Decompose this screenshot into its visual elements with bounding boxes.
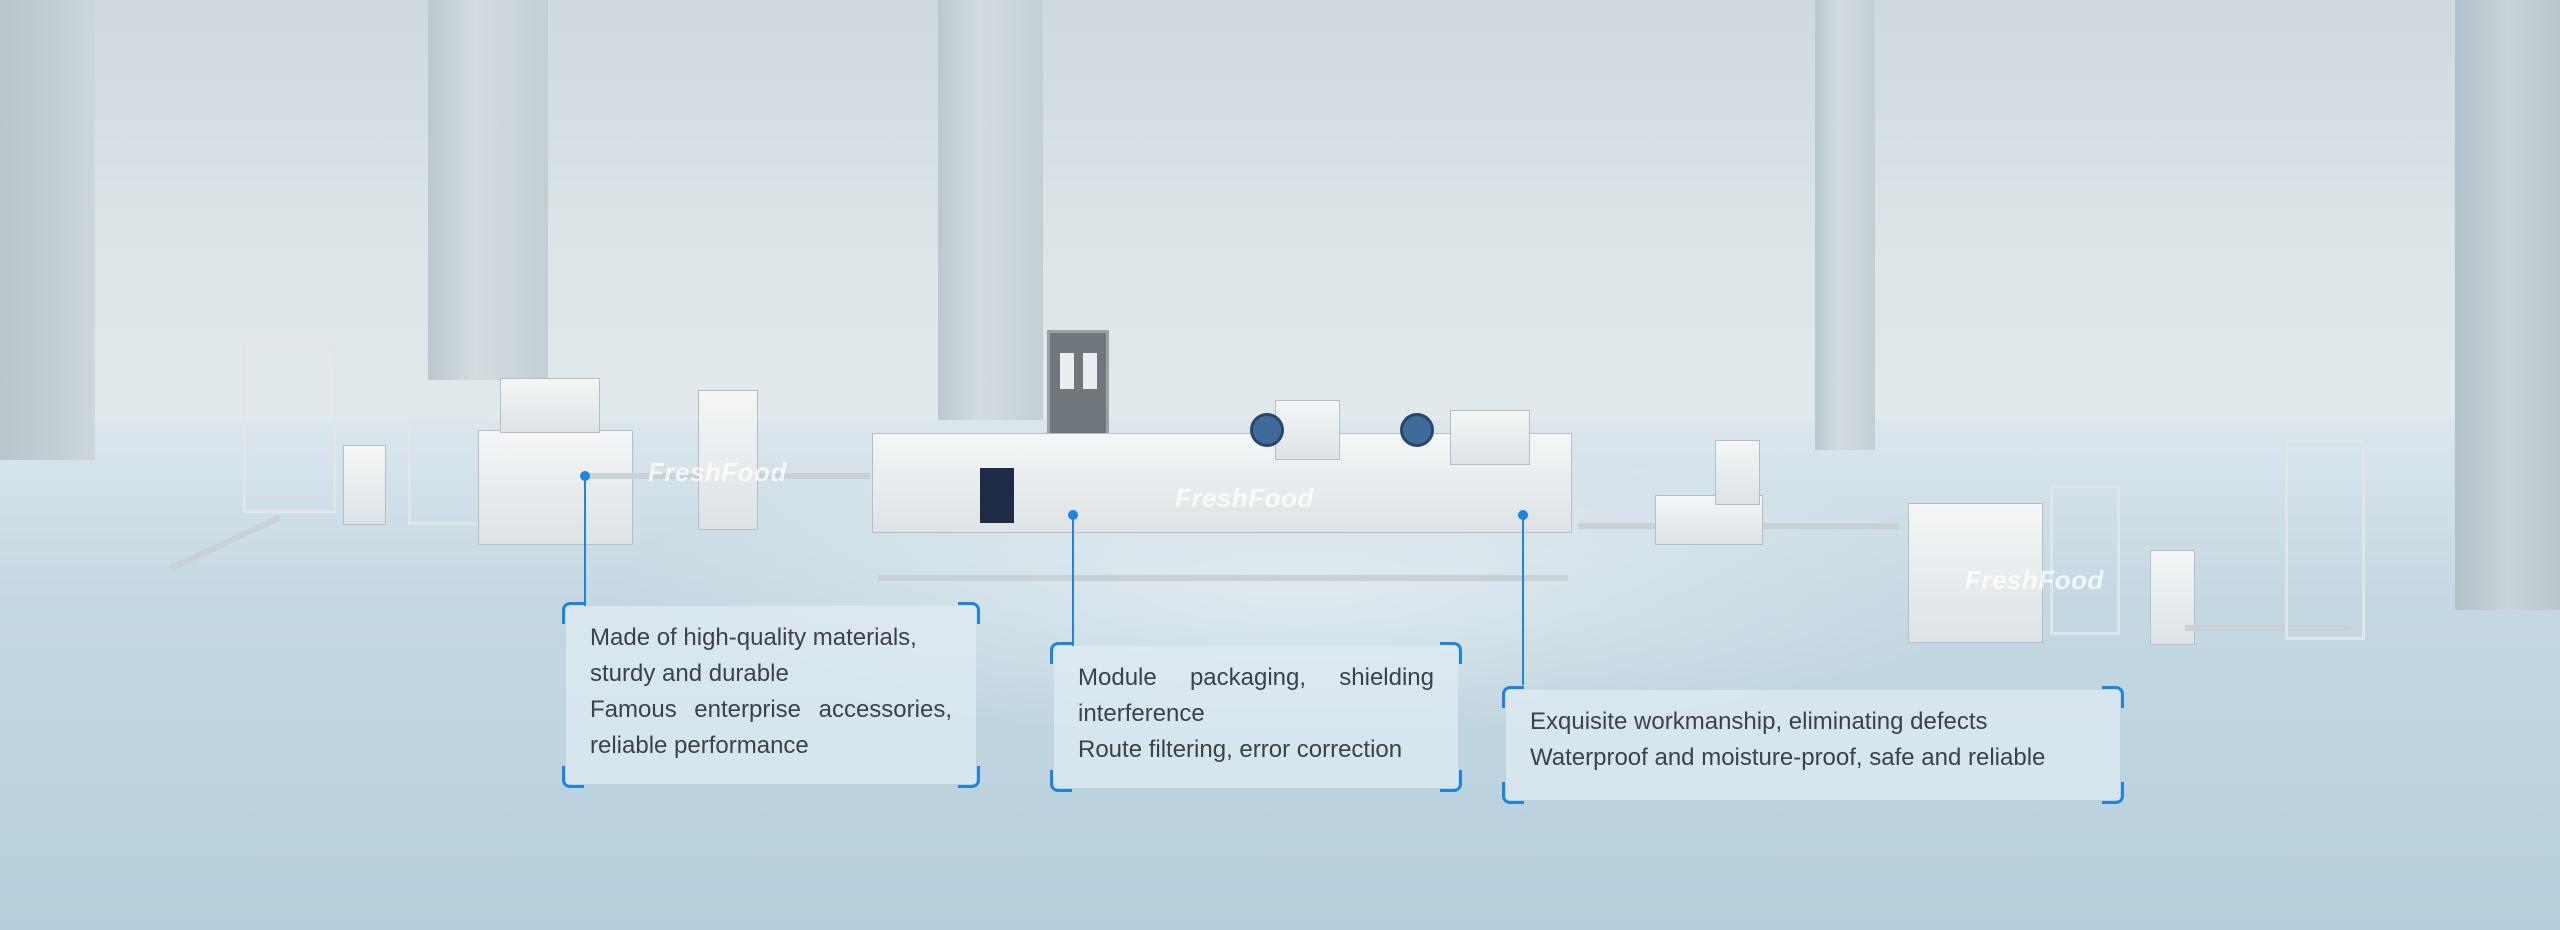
callout-corner <box>1050 642 1072 664</box>
wall-pillar <box>428 0 548 380</box>
blower-motor <box>1250 413 1284 447</box>
callout-corner <box>2102 686 2124 708</box>
control-cabinet <box>343 445 386 525</box>
back-wall <box>0 0 2560 470</box>
brand-watermark: FreshFood <box>1965 565 2104 595</box>
callout-anchor-dot <box>580 471 590 481</box>
callout-text-line: Waterproof and moisture-proof, safe and … <box>1530 744 2046 771</box>
wall-pillar <box>2455 0 2560 610</box>
callout-text-line: reliable performance <box>590 732 809 759</box>
feature-callout-materials: Made of high-quality materials, sturdy a… <box>562 602 980 788</box>
callout-leader-line <box>1072 516 1074 646</box>
callout-text-line: Famous enterprise accessories, <box>590 696 952 723</box>
callout-leader-line <box>1522 515 1524 685</box>
water-pump <box>980 468 1014 523</box>
fan-housing <box>1450 410 1530 465</box>
unstacker-machine <box>478 430 633 545</box>
feature-callout-module: Module packaging, shielding interference… <box>1050 642 1462 792</box>
callout-corner <box>1440 770 1462 792</box>
callout-text-line: Exquisite workmanship, eliminating defec… <box>1530 708 1988 735</box>
callout-corner <box>562 766 584 788</box>
callout-corner <box>1440 642 1462 664</box>
door-window <box>1060 353 1074 389</box>
flipper-unit <box>698 390 758 530</box>
wall-pillar <box>1815 0 1875 450</box>
callout-anchor-dot <box>1068 510 1078 520</box>
unstacker-top <box>500 378 600 433</box>
callout-text-line: sturdy and durable <box>590 660 789 687</box>
callout-anchor-dot <box>1518 510 1528 520</box>
callout-corner <box>2102 782 2124 804</box>
callout-text-line: interference <box>1078 700 1205 727</box>
wall-pillar <box>0 0 95 460</box>
control-cabinet <box>2150 550 2195 645</box>
double-door <box>1047 330 1109 442</box>
outfeed-conveyor <box>2185 625 2350 631</box>
callout-corner <box>958 766 980 788</box>
outfeed-frame <box>2285 440 2365 640</box>
washer-base <box>878 575 1568 581</box>
callout-corner <box>1502 686 1524 708</box>
feature-callout-workmanship: Exquisite workmanship, eliminating defec… <box>1502 686 2124 804</box>
brand-watermark: FreshFood <box>1175 483 1314 513</box>
stacker-frame <box>2050 485 2120 635</box>
callout-text-line: Route filtering, error correction <box>1078 736 1403 763</box>
callout-corner <box>958 602 980 624</box>
brand-watermark: FreshFood <box>648 457 787 487</box>
flipper-top <box>1715 440 1760 505</box>
blower-motor <box>1400 413 1434 447</box>
stacker-machine <box>1908 503 2043 643</box>
wall-pillar <box>938 0 1043 420</box>
callout-corner <box>562 602 584 624</box>
callout-corner <box>1050 770 1072 792</box>
callout-text-line: Made of high-quality materials, <box>590 624 917 651</box>
lift-frame <box>408 415 488 525</box>
callout-leader-line <box>584 476 586 606</box>
callout-corner <box>1502 782 1524 804</box>
door-window <box>1083 353 1097 389</box>
fan-housing <box>1275 400 1340 460</box>
callout-text-line: Module packaging, shielding <box>1078 664 1434 691</box>
loading-frame <box>243 343 336 513</box>
